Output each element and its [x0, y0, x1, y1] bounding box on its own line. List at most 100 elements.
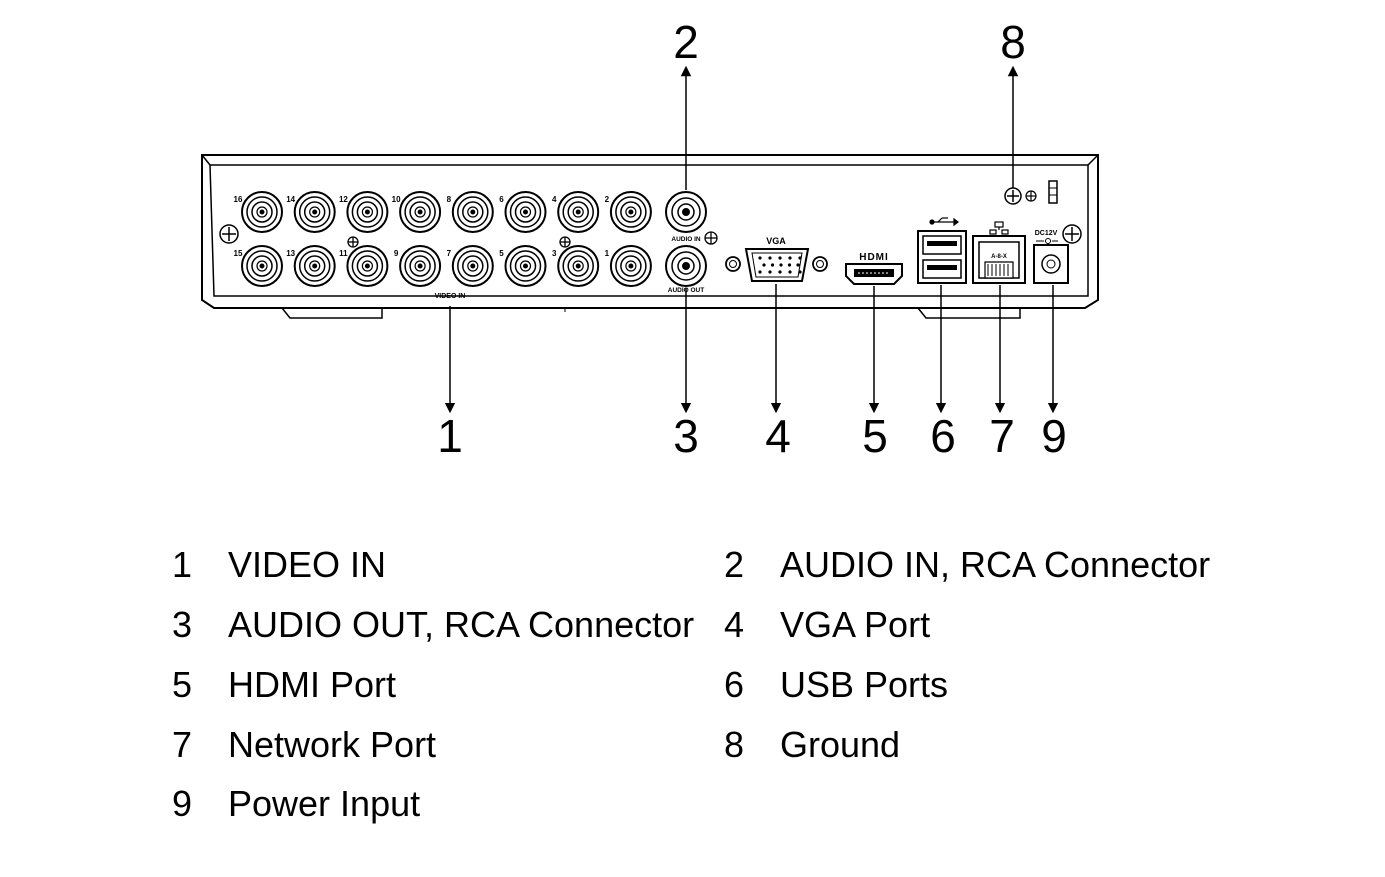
bnc-channel-label: 9 — [394, 249, 399, 258]
bnc-channel-label: 13 — [286, 249, 295, 258]
legend-label: HDMI Port — [228, 664, 397, 705]
bnc-channel-label: 1 — [605, 249, 610, 258]
callout-leader-lines — [444, 65, 1059, 414]
vga-pin — [788, 270, 792, 274]
network-port-label: A-8-X — [991, 254, 1007, 260]
legend-number: 9 — [172, 783, 193, 824]
legend-number: 5 — [172, 664, 193, 705]
callout-2: 2 — [673, 16, 699, 68]
video-in-bnc-connectors: 16 14 12 10 8 6 4 2 15 13 11 9 7 5 3 1 — [234, 191, 652, 287]
bnc-channel-label: 15 — [234, 249, 243, 258]
legend-number: 8 — [724, 724, 745, 765]
bnc-connector — [504, 245, 547, 287]
vga-pin — [768, 256, 772, 260]
vga-pin — [770, 263, 775, 267]
bnc-connector — [557, 245, 600, 287]
network-port — [972, 235, 1026, 284]
bnc-connector — [346, 245, 389, 287]
dc-polarity-icon — [1036, 238, 1058, 244]
audio-in-label: AUDIO IN — [671, 236, 701, 243]
bnc-channel-label: 12 — [339, 195, 348, 204]
hdmi-label: HDMI — [859, 252, 889, 263]
bnc-channel-label: 2 — [605, 195, 610, 204]
vga-pin — [798, 256, 802, 260]
bnc-connector — [504, 191, 547, 233]
hdmi-port — [845, 263, 903, 285]
legend-label: VIDEO IN — [228, 544, 387, 585]
audio-out-rca-connector — [665, 245, 707, 287]
bnc-connector — [293, 191, 336, 233]
vga-pin — [778, 256, 782, 260]
legend-label: VGA Port — [780, 604, 931, 645]
ground-symbol-icon — [1025, 190, 1037, 202]
bnc-channel-label: 14 — [286, 195, 295, 204]
bnc-channel-label: 3 — [552, 249, 557, 258]
bnc-channel-label: 10 — [392, 195, 401, 204]
bnc-connector — [399, 245, 442, 287]
usb-icon — [929, 217, 959, 227]
vga-label: VGA — [766, 236, 786, 246]
bnc-connector — [609, 245, 652, 287]
legend-number: 7 — [172, 724, 193, 765]
bnc-connector — [293, 245, 336, 287]
bnc-connector — [557, 191, 600, 233]
vga-pin — [796, 263, 800, 267]
legend-number: 4 — [724, 604, 745, 645]
legend-number: 1 — [172, 544, 193, 585]
legend-label: AUDIO OUT, RCA Connector — [228, 604, 695, 645]
callout-5: 5 — [862, 410, 888, 462]
usb-ports — [917, 230, 967, 284]
legend-label: AUDIO IN, RCA Connector — [780, 544, 1211, 585]
vga-pin — [779, 263, 783, 267]
chassis-screw-right — [1062, 224, 1082, 244]
vga-pins — [758, 256, 802, 274]
vga-pin — [768, 270, 772, 274]
vga-pin — [778, 270, 782, 274]
bnc-connector — [451, 245, 494, 287]
bnc-channel-label: 6 — [499, 195, 504, 204]
vga-pin — [758, 270, 762, 274]
callout-6: 6 — [930, 410, 956, 462]
callout-1: 1 — [437, 410, 463, 462]
vga-pin — [758, 256, 762, 260]
callout-8: 8 — [1000, 16, 1026, 68]
legend-number: 2 — [724, 544, 745, 585]
bnc-connector — [399, 191, 442, 233]
video-in-label: VIDEO IN — [435, 293, 466, 300]
bnc-connector — [451, 191, 494, 233]
bnc-connector — [609, 191, 652, 233]
legend-label: Ground — [780, 724, 901, 765]
bnc-channel-label: 8 — [447, 195, 452, 204]
vga-pin — [798, 270, 802, 274]
legend-number: 3 — [172, 604, 193, 645]
callout-4: 4 — [765, 410, 791, 462]
bnc-channel-label: 4 — [552, 195, 557, 204]
chassis-screw-left — [219, 224, 239, 244]
bnc-connector — [346, 191, 389, 233]
network-icon — [989, 221, 1009, 235]
bnc-channel-label: 11 — [339, 249, 348, 258]
legend-label: USB Ports — [780, 664, 949, 705]
power-input-jack — [1033, 244, 1069, 284]
legend-number: 6 — [724, 664, 745, 705]
callout-9: 9 — [1041, 410, 1067, 462]
vga-pin — [788, 256, 792, 260]
vent-slot — [1048, 180, 1058, 204]
ground-symbol-icon — [704, 231, 718, 245]
bnc-channel-label: 5 — [499, 249, 504, 258]
vga-pin — [787, 263, 792, 267]
audio-in-rca-connector — [665, 191, 707, 233]
vga-pin — [762, 263, 766, 267]
dc-label: DC12V — [1035, 230, 1058, 237]
bnc-connector — [241, 245, 283, 287]
ground-screw — [1004, 187, 1022, 205]
callout-7: 7 — [989, 410, 1015, 462]
bnc-channel-label: 7 — [447, 249, 452, 258]
callout-3: 3 — [673, 410, 699, 462]
ground-symbol-icon — [347, 236, 571, 248]
bnc-channel-label: 16 — [234, 195, 243, 204]
bnc-connector — [241, 191, 283, 233]
legend-label: Network Port — [228, 724, 437, 765]
legend-label: Power Input — [228, 783, 421, 824]
